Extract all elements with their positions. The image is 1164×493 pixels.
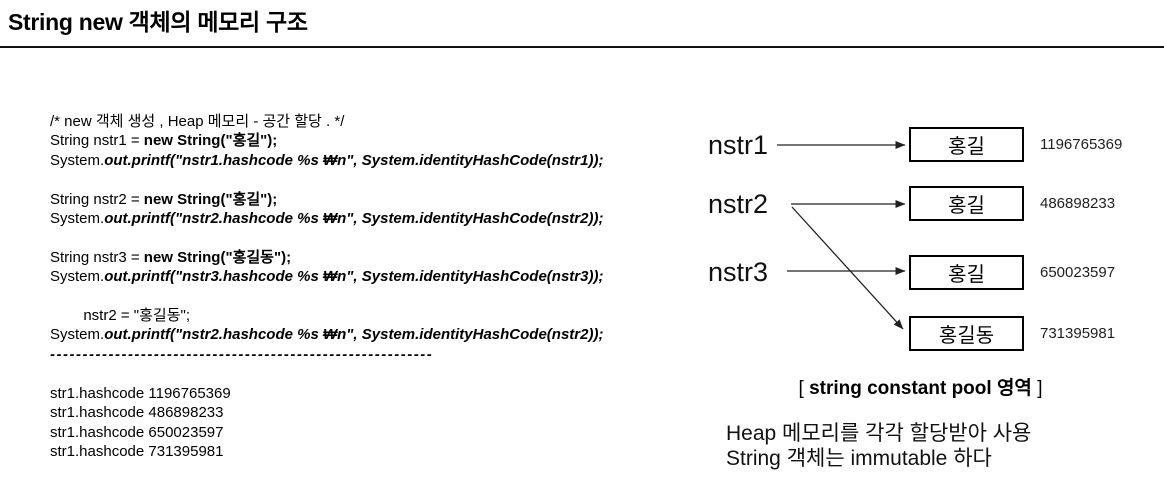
memory-box-4: 홍길동 <box>909 316 1024 351</box>
hash-value-1: 1196765369 <box>1040 136 1123 153</box>
memory-box-label: 홍길 <box>948 264 985 286</box>
code-segment: System. <box>50 151 105 169</box>
code-line: System.out.printf("nstr3.hashcode %s ₩n"… <box>50 267 603 286</box>
code-line <box>50 228 603 247</box>
code-segment: out.printf("nstr3.hashcode %s ₩n", Syste… <box>104 268 604 286</box>
pool-caption-open: [ <box>798 378 810 399</box>
hash-value-4: 731395981 <box>1040 325 1116 342</box>
code-segment: new String("홍길"); <box>143 132 278 150</box>
code-line: ----------------------------------------… <box>50 345 603 364</box>
code-segment: System. <box>50 210 105 228</box>
code-segment: String nstr3 = <box>50 248 144 266</box>
code-segment: str1.hashcode 731395981 <box>50 442 224 460</box>
code-segment: System. <box>50 268 105 286</box>
hash-value-2: 486898233 <box>1040 195 1116 212</box>
code-segment: String nstr2 = <box>50 190 144 208</box>
variable-label-nstr3: nstr3 <box>708 257 769 287</box>
code-segment: ----------------------------------------… <box>50 345 434 363</box>
code-line <box>50 364 603 383</box>
code-line: System.out.printf("nstr1.hashcode %s ₩n"… <box>50 151 603 170</box>
memory-box-label: 홍길 <box>948 195 985 217</box>
code-segment: out.printf("nstr2.hashcode %s ₩n", Syste… <box>104 210 604 228</box>
variable-label-nstr2: nstr2 <box>708 189 769 219</box>
code-segment: /* new 객체 생성 , Heap 메모리 - 공간 할당 . */ <box>50 113 345 130</box>
page-title: String new 객체의 메모리 구조 <box>8 9 308 35</box>
code-line: str1.hashcode 650023597 <box>50 423 603 442</box>
code-line: str1.hashcode 486898233 <box>50 403 603 422</box>
variable-label-nstr1: nstr1 <box>708 130 769 160</box>
code-segment: out.printf("nstr2.hashcode %s ₩n", Syste… <box>104 326 604 344</box>
code-line: String nstr3 = new String("홍길동"); <box>50 248 603 267</box>
code-line: System.out.printf("nstr2.hashcode %s ₩n"… <box>50 325 603 344</box>
heap-note-line-1: Heap 메모리를 각각 할당받아 사용 <box>726 422 1032 445</box>
code-line: String nstr1 = new String("홍길"); <box>50 131 603 150</box>
code-segment: str1.hashcode 486898233 <box>50 404 224 422</box>
code-segment: String nstr1 = <box>50 132 144 150</box>
code-line: /* new 객체 생성 , Heap 메모리 - 공간 할당 . */ <box>50 112 603 131</box>
code-line: System.out.printf("nstr2.hashcode %s ₩n"… <box>50 209 603 228</box>
memory-box-label: 홍길동 <box>938 325 995 347</box>
code-segment: str1.hashcode 1196765369 <box>50 384 231 402</box>
arrow-nstr2-to-box4 <box>791 206 904 330</box>
hash-value-3: 650023597 <box>1040 264 1116 281</box>
code-segment: out.printf("nstr1.hashcode %s ₩n", Syste… <box>104 151 604 169</box>
code-block: /* new 객체 생성 , Heap 메모리 - 공간 할당 . */Stri… <box>50 112 603 461</box>
pool-caption: [ string constant pool 영역 ] <box>768 373 1073 400</box>
code-line <box>50 170 603 189</box>
code-segment: nstr2 = "홍길동"; <box>50 307 190 325</box>
code-segment: new String("홍길동"); <box>143 248 292 266</box>
memory-box-1: 홍길 <box>909 127 1024 162</box>
memory-box-3: 홍길 <box>909 255 1024 290</box>
code-line: str1.hashcode 1196765369 <box>50 384 603 403</box>
pool-caption-close: ] <box>1031 378 1043 399</box>
memory-box-2: 홍길 <box>909 186 1024 221</box>
code-line <box>50 287 603 306</box>
code-segment: System. <box>50 326 105 344</box>
code-segment: str1.hashcode 650023597 <box>50 423 224 441</box>
memory-box-label: 홍길 <box>948 136 985 158</box>
code-line: str1.hashcode 731395981 <box>50 442 603 461</box>
heap-notes: Heap 메모리를 각각 할당받아 사용 String 객체는 immutabl… <box>726 421 1031 471</box>
title-divider <box>0 46 1164 48</box>
code-line: nstr2 = "홍길동"; <box>50 306 603 325</box>
code-segment: new String("홍길"); <box>143 190 278 208</box>
heap-note-line-2: String 객체는 immutable 하다 <box>726 447 992 470</box>
pool-caption-label: string constant pool 영역 <box>809 378 1032 399</box>
code-line: String nstr2 = new String("홍길"); <box>50 190 603 209</box>
